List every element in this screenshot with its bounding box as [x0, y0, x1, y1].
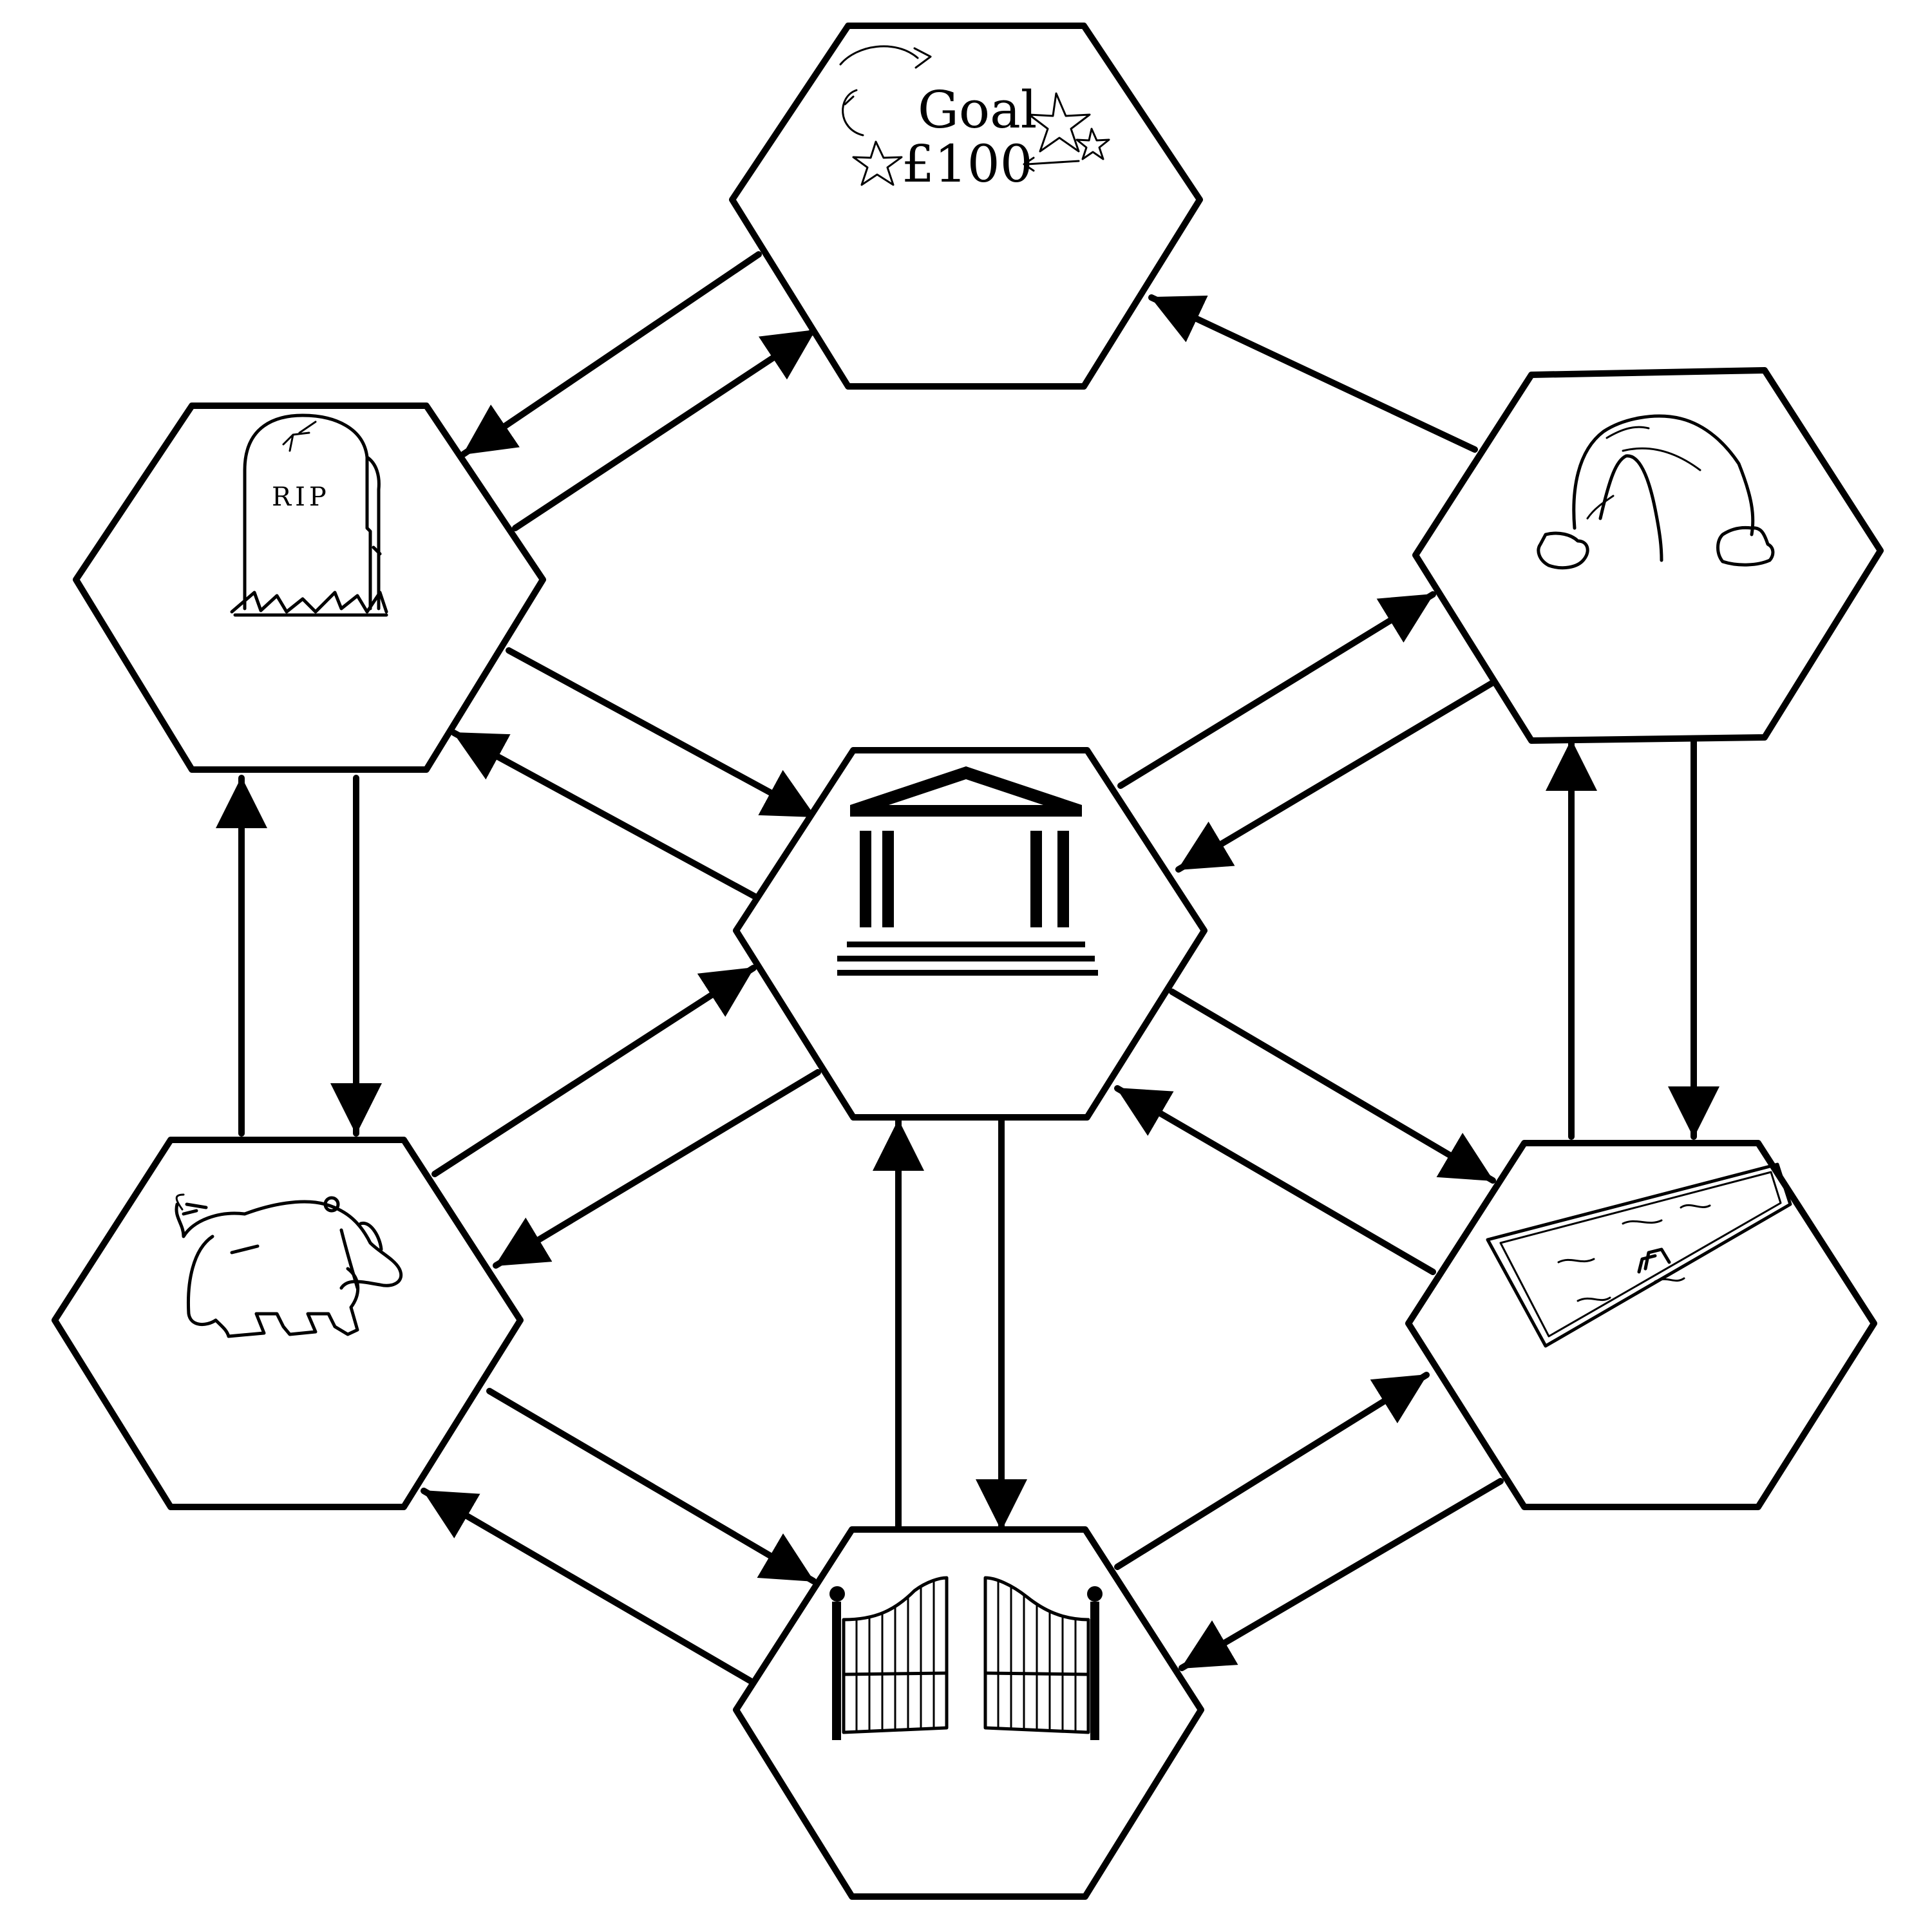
- edge-lion-to-gate: [486, 1388, 817, 1584]
- edge-goal-to-grave: [460, 251, 762, 457]
- hexagon-lion: [52, 1137, 524, 1510]
- edge-pool-to-bank: [1114, 1085, 1436, 1275]
- node-gate[interactable]: [733, 1526, 1204, 1900]
- node-bank[interactable]: [733, 747, 1208, 1121]
- edge-bank-to-hat: [1117, 591, 1436, 789]
- swimming-pool-icon: [1486, 1162, 1792, 1348]
- hexagon-gate: [733, 1526, 1204, 1900]
- hexagon-pool: [1405, 1140, 1877, 1510]
- edge-pool-to-gate: [1179, 1478, 1504, 1671]
- node-hat[interactable]: [1412, 367, 1884, 744]
- edge-grave-to-bank: [506, 647, 818, 820]
- bank-building-icon: [837, 766, 1098, 976]
- gravestone-label: RIP: [272, 482, 330, 512]
- node-lion[interactable]: [52, 1137, 524, 1510]
- edge-hat-to-goal: [1148, 294, 1478, 453]
- hexagon-bank: [733, 747, 1208, 1121]
- edge-bank-to-grave: [451, 730, 758, 900]
- gate-icon: [829, 1576, 1103, 1740]
- gravestone-icon: RIP: [230, 413, 388, 617]
- edge-hat-to-bank: [1175, 679, 1496, 873]
- goal-label-line1: Goal: [918, 80, 1037, 140]
- node-grave[interactable]: RIP: [73, 402, 546, 773]
- edge-bank-to-lion: [493, 1069, 821, 1269]
- edge-gate-to-lion: [421, 1488, 753, 1684]
- node-pool[interactable]: [1405, 1140, 1877, 1510]
- edge-grave-to-goal: [512, 327, 818, 531]
- hexagon-grave: [73, 402, 546, 773]
- edge-lion-to-bank: [431, 965, 757, 1177]
- node-goal[interactable]: Goal £100: [729, 23, 1203, 390]
- goal-label-line2: £100: [902, 134, 1033, 194]
- edge-gate-to-pool: [1114, 1372, 1430, 1570]
- edge-bank-to-pool: [1169, 989, 1496, 1184]
- edge-layer: [216, 251, 1719, 1684]
- santa-hat-icon: [1537, 414, 1775, 570]
- lion-icon: [175, 1193, 403, 1338]
- goal-stars-icon: Goal £100: [839, 45, 1110, 194]
- hexagon-hat: [1412, 367, 1884, 744]
